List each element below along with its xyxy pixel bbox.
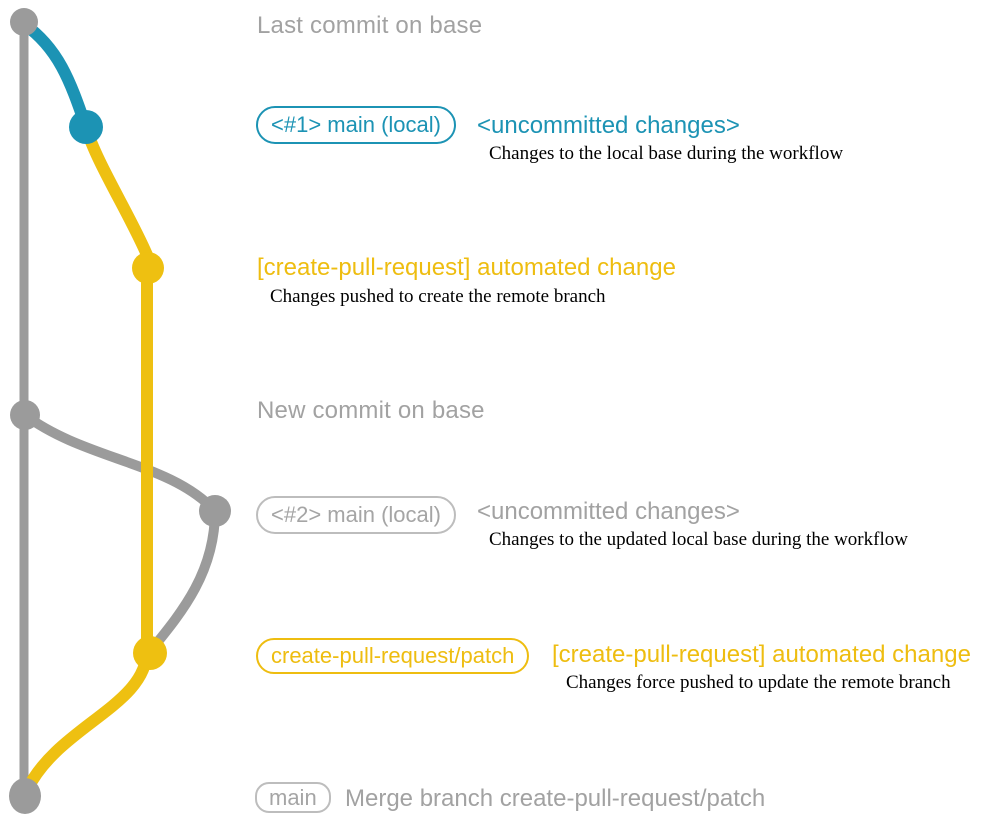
commit-node-automated-change-2 xyxy=(133,636,167,670)
desc-local-base-changes: Changes to the local base during the wor… xyxy=(489,143,844,164)
label-automated-change-2: [create-pull-request] automated change xyxy=(552,641,971,668)
branch-label-main: main xyxy=(255,782,331,813)
label-uncommitted-changes-2: <uncommitted changes> xyxy=(477,498,740,525)
branch-label-main-local-1: <#1> main (local) xyxy=(256,106,456,144)
commit-node-last-commit-on-base xyxy=(10,8,38,36)
desc-pushed-create-remote-branch: Changes pushed to create the remote bran… xyxy=(270,286,606,307)
commit-node-new-commit-on-base xyxy=(10,400,40,430)
branch-label-create-pull-request-patch: create-pull-request/patch xyxy=(256,638,530,674)
label-last-commit-on-base: Last commit on base xyxy=(257,12,483,39)
desc-force-pushed-update-remote-branch: Changes force pushed to update the remot… xyxy=(566,672,951,693)
main-local-1-branch-line xyxy=(18,18,92,133)
commit-node-main-local-1 xyxy=(69,110,103,144)
main-local-2-branch-line xyxy=(20,410,221,654)
commit-node-merge-commit xyxy=(9,778,41,814)
label-automated-change-1: [create-pull-request] automated change xyxy=(257,254,676,281)
label-uncommitted-changes-1: <uncommitted changes> xyxy=(477,112,740,139)
branch-label-main-local-2: <#2> main (local) xyxy=(256,496,456,534)
commit-node-main-local-2 xyxy=(199,495,231,527)
commit-node-automated-change-1 xyxy=(132,252,164,284)
desc-updated-local-base-changes: Changes to the updated local base during… xyxy=(489,529,908,550)
label-new-commit-on-base: New commit on base xyxy=(257,397,485,424)
label-merge-branch: Merge branch create-pull-request/patch xyxy=(345,785,766,812)
